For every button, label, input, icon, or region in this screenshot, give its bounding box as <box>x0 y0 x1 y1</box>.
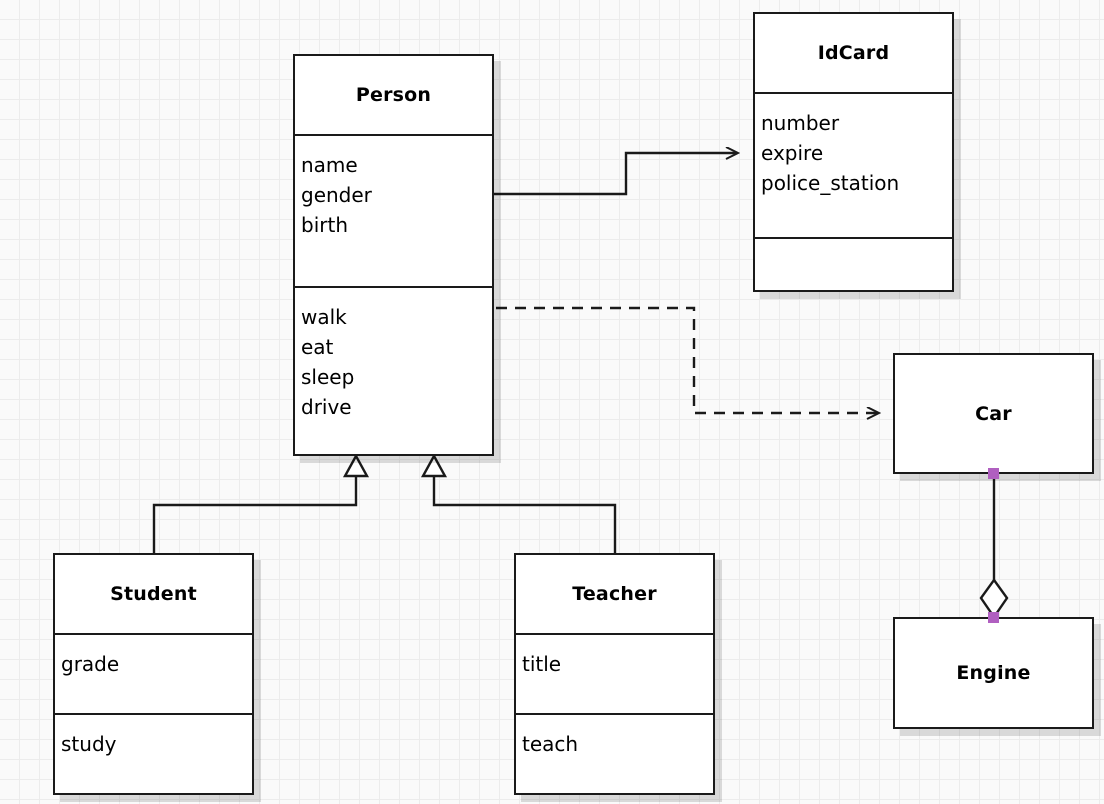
operation-item: walk <box>301 305 347 329</box>
edge-person-car[interactable] <box>496 306 878 413</box>
class-box-student[interactable]: Student grade study <box>53 553 254 795</box>
class-name-compartment-teacher: Teacher <box>516 555 713 633</box>
class-name-engine: Engine <box>956 662 1031 684</box>
class-name-compartment-person: Person <box>295 56 492 134</box>
class-box-car[interactable]: Car <box>893 353 1094 474</box>
operations-compartment-idcard <box>755 237 952 290</box>
attribute-item: gender <box>301 183 372 207</box>
attribute-item: grade <box>61 652 120 676</box>
connection-handle-engine-top[interactable] <box>988 612 999 623</box>
operations-compartment-person: walk eat sleep drive <box>295 286 492 454</box>
operation-item: drive <box>301 395 352 419</box>
generalization-triangle-student <box>342 453 370 478</box>
class-name-compartment-car: Car <box>895 355 1092 472</box>
class-name-compartment-student: Student <box>55 555 252 633</box>
operation-item: teach <box>522 732 579 756</box>
class-box-person[interactable]: Person name gender birth walk eat sleep … <box>293 54 494 456</box>
class-name-person: Person <box>355 84 432 106</box>
class-name-car: Car <box>975 402 1012 425</box>
attribute-item: police_station <box>761 171 900 195</box>
class-name-compartment-engine: Engine <box>895 619 1092 727</box>
edge-car-engine[interactable] <box>979 474 1009 620</box>
generalization-triangle-teacher <box>420 453 448 478</box>
class-box-engine[interactable]: Engine <box>893 617 1094 729</box>
class-name-student: Student <box>110 583 197 605</box>
class-box-idcard[interactable]: IdCard number expire police_station <box>753 12 954 292</box>
attribute-item: name <box>301 153 358 177</box>
attribute-item: number <box>761 111 840 135</box>
class-box-teacher[interactable]: Teacher title teach <box>514 553 715 795</box>
attribute-item: birth <box>301 213 348 237</box>
operations-compartment-student: study <box>55 713 252 793</box>
attribute-item: expire <box>761 141 824 165</box>
class-name-teacher: Teacher <box>572 583 657 605</box>
edge-student-person[interactable] <box>152 453 370 553</box>
edge-person-idcard[interactable] <box>494 153 737 196</box>
edge-teacher-person[interactable] <box>420 453 617 553</box>
attributes-compartment-person: name gender birth <box>295 134 492 286</box>
attributes-compartment-student: grade <box>55 633 252 713</box>
attribute-item: title <box>522 652 562 676</box>
operations-compartment-teacher: teach <box>516 713 713 793</box>
class-name-compartment-idcard: IdCard <box>755 14 952 92</box>
operation-item: study <box>61 732 117 756</box>
connection-handle-car-bottom[interactable] <box>988 468 999 479</box>
operation-item: eat <box>301 335 334 359</box>
class-name-idcard: IdCard <box>817 42 890 64</box>
attributes-compartment-idcard: number expire police_station <box>755 92 952 237</box>
operation-item: sleep <box>301 365 355 389</box>
attributes-compartment-teacher: title <box>516 633 713 713</box>
